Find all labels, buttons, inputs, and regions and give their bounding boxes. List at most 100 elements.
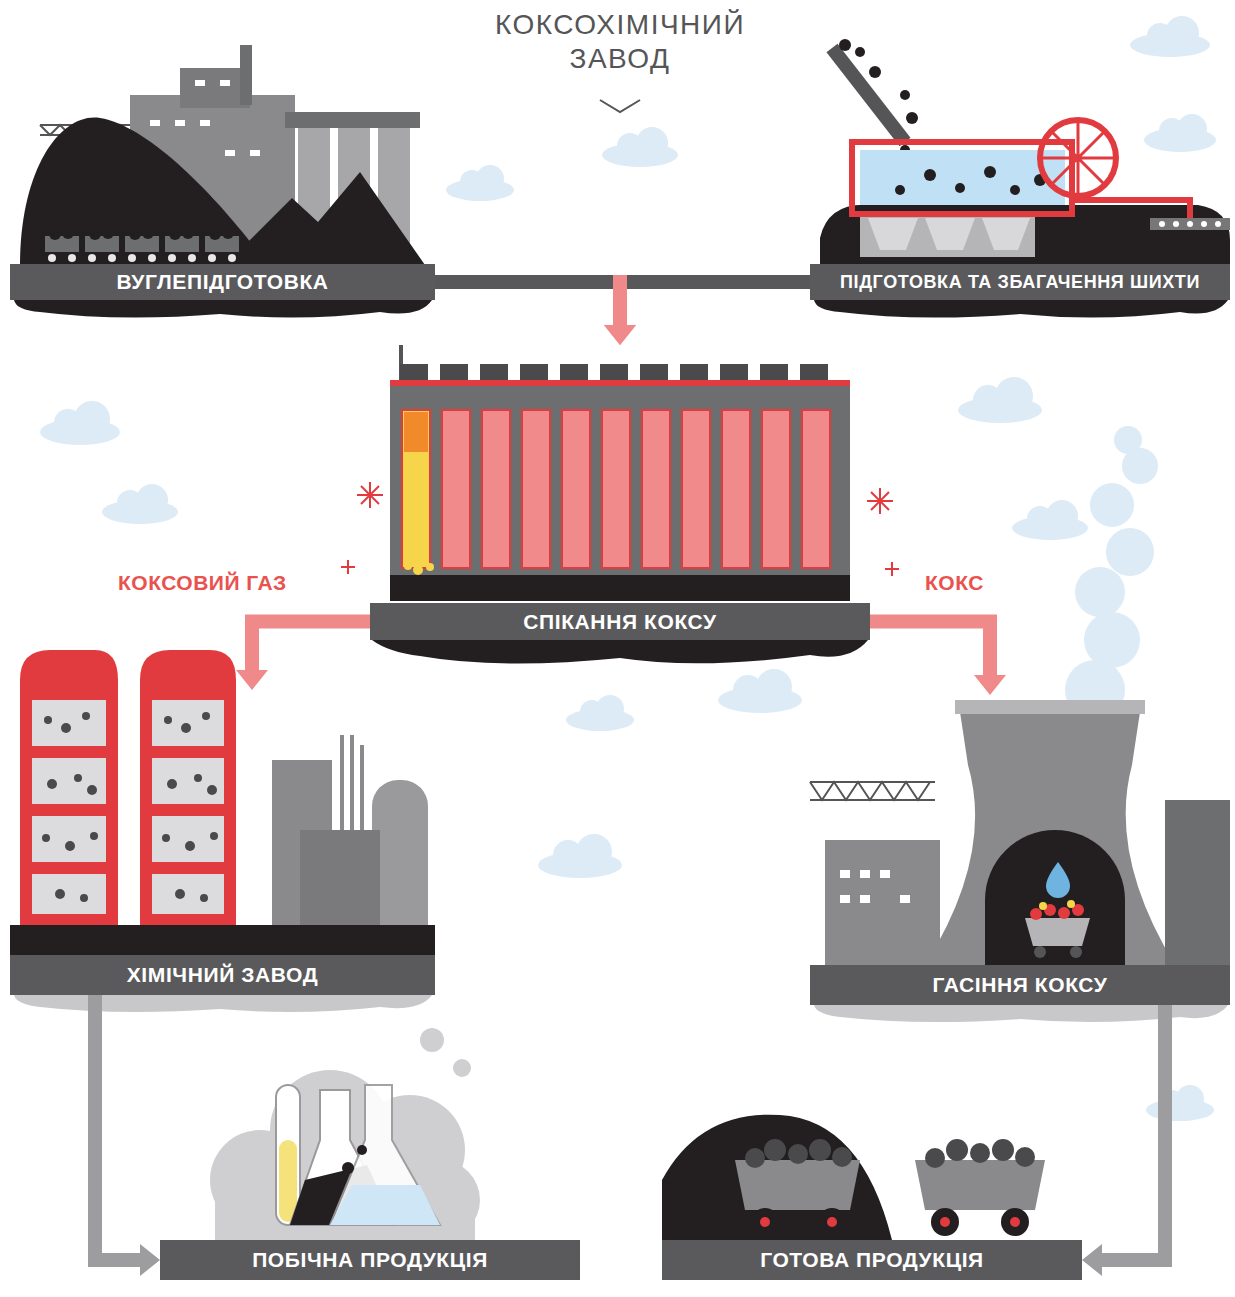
coal-preparation-plant [200,120,210,126]
coke-oven-battery [867,488,893,514]
coke-quenching-tower [860,870,870,878]
coke-oven-battery [357,482,383,508]
finished-coke-carts [751,1208,846,1236]
by-product-flasks [342,1145,367,1174]
coke-quenching-tower [1039,902,1047,910]
stage-label: СПІКАННЯ КОКСУ [523,610,716,634]
cloud [602,127,678,167]
finished-coke-carts [946,1139,968,1161]
charge-enrichment-plant [860,150,1065,205]
cloud [136,484,168,516]
coke-oven-battery [341,482,899,576]
chemical-plant [152,700,224,746]
stage-label: ГОТОВА ПРОДУКЦІЯ [760,1248,984,1272]
coke-oven-battery [390,380,850,386]
charge-enrichment-plant [955,183,965,193]
charge-enrichment-plant [925,218,975,250]
coal-preparation-plant [48,254,56,262]
coke-oven-battery [404,562,412,570]
finished-coke-carts [925,1148,945,1168]
coke-oven-battery [600,364,628,382]
finished-coke-carts [662,1115,892,1240]
finished-coke-carts [827,1217,837,1227]
chemical-plant [32,700,224,914]
coke-quenching-tower [840,870,850,878]
coal-preparation-plant [165,236,199,252]
coke-quenching-tower [1034,946,1046,958]
coke-oven-battery [885,562,899,576]
coke-quenching-tower [1106,528,1154,576]
title-chevron [600,100,640,112]
charge-enrichment-plant [1150,218,1230,230]
charge-enrichment-plant [1187,221,1193,227]
arrow-head [1082,1244,1102,1276]
coal-preparation-plant [168,254,176,262]
chemical-plant [181,723,191,733]
by-product-flasks [279,1140,297,1222]
flow-arrow [236,622,370,691]
coke-oven-battery [642,410,670,568]
charge-enrichment-plant [1159,221,1221,227]
chemical-plant [32,700,106,746]
coke-quenching-tower [1090,483,1134,527]
chemical-plant [140,650,236,930]
chemical-plant [162,834,170,842]
chemical-plant [194,774,202,782]
coke-quenching-tower [1039,900,1075,910]
process-stage: ВУГЛЕПІДГОТОВКА [10,40,435,300]
flow-line [252,622,370,672]
flow-line-segment [627,275,810,289]
by-product-flasks [210,1028,480,1240]
coal-preparation-plant [169,228,181,240]
charge-enrichment-plant [868,218,918,250]
cloud [1146,1085,1214,1121]
coke-oven-battery [426,563,434,571]
arrow-head [236,670,268,690]
charge-enrichment-plant [868,218,1030,250]
coal-preparation-plant [125,236,159,252]
finished-coke-carts [931,1208,1029,1236]
coal-preparation-plant [129,228,141,240]
coal-preparation-plant [89,228,101,240]
coal-preparation-plant [14,300,432,318]
finished-coke-carts [992,1139,1014,1161]
flow-line-segment [435,275,613,289]
charge-enrichment-plant [814,300,1228,318]
by-product-flasks [330,1185,440,1225]
coke-quenching-tower [1046,862,1070,898]
coal-preparation-plant [108,254,116,262]
chemical-plant [32,816,106,862]
coke-quenching-tower [840,870,910,903]
coal-preparation-plant [220,80,230,86]
chemical-plant [152,816,224,862]
arrow-head [604,325,636,345]
coal-preparation-plant [175,120,185,126]
charge-enrichment-plant [839,39,851,51]
chemical-plant [55,889,65,899]
coke-oven-battery [560,364,588,382]
coke-quenching-tower [825,840,940,965]
flow-arrow [95,995,160,1276]
charge-enrichment-plant [1010,185,1020,195]
coal-preparation-plant [68,254,76,262]
coal-preparation-plant [48,254,236,262]
coke-oven-battery [520,364,548,382]
coal-preparation-plant [150,80,260,156]
stage-label: ПОБІЧНА ПРОДУКЦІЯ [252,1248,488,1272]
finished-coke-carts [832,1147,852,1167]
chemical-plant [65,841,75,851]
coke-oven-battery [440,364,468,382]
flow-arrow [870,622,1006,696]
coal-preparation-plant [228,254,236,262]
charge-enrichment-plant [900,90,910,100]
flow-arrow [604,282,810,345]
arrow-head [140,1244,160,1276]
chemical-plant [87,785,97,795]
process-stage: ПОБІЧНА ПРОДУКЦІЯ [160,1240,580,1280]
coke-oven-battery [442,410,470,568]
cloud [538,834,622,878]
cloud [636,127,668,159]
coke-quenching-tower [1065,426,1158,720]
cloud [1177,114,1207,144]
